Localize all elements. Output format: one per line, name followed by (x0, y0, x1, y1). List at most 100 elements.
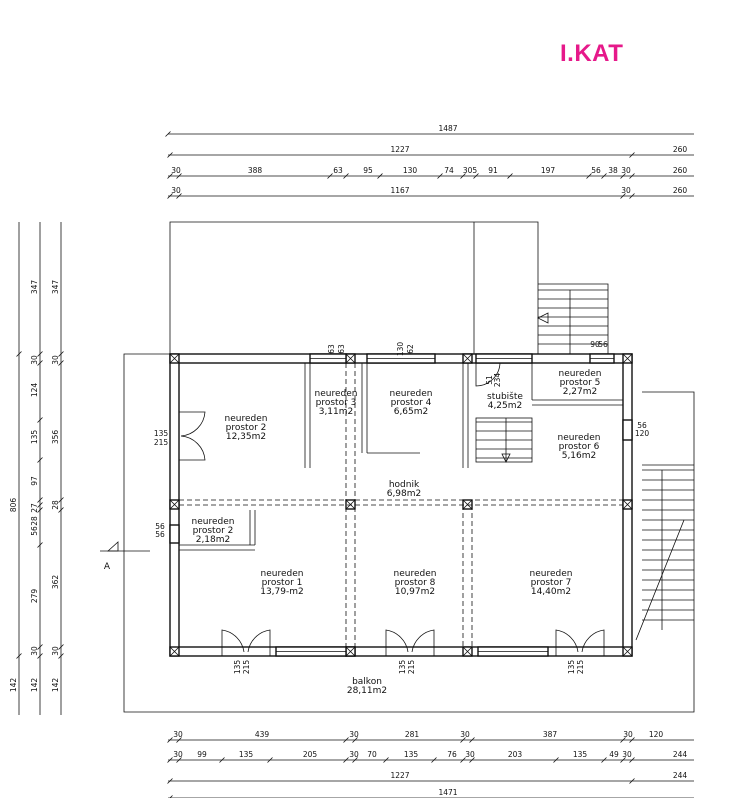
room-name: prostor 2 (193, 526, 234, 536)
dim-top-2-value: 1227 (390, 145, 409, 154)
dim-top-1-value: 1487 (438, 124, 457, 133)
room-name: hodnik (389, 480, 420, 490)
side-stair-outline (642, 391, 695, 432)
section-arrow-icon (106, 541, 119, 552)
dim-tick (383, 757, 389, 763)
room-area: 6,65m2 (394, 407, 429, 417)
dim-bot-3-value: 244 (673, 771, 688, 780)
room-name: neureden (192, 517, 235, 527)
dim-top-4-value: 260 (673, 186, 688, 195)
dim-tick (37, 497, 43, 503)
dim-tick (620, 193, 626, 199)
column-hatch (462, 499, 473, 510)
door-swing (179, 435, 206, 461)
dim-tick (58, 644, 64, 650)
opening-dimension: 56 (155, 530, 165, 539)
stair-arrow-icon (501, 453, 511, 463)
dim-top-3-value: 95 (363, 166, 373, 175)
dim-bot-2-value: 99 (197, 750, 207, 759)
opening-dimension: 56 (598, 340, 608, 349)
dim-tick (620, 737, 626, 743)
opening-dimension: 135 (567, 660, 576, 675)
roof-outline (169, 221, 539, 354)
room-name: prostor 6 (559, 442, 600, 452)
dim-tick (343, 173, 349, 179)
dim-tick (16, 351, 22, 357)
dim-bot-2-value: 244 (673, 750, 688, 759)
dim-top-3-value: 30 (621, 166, 631, 175)
dim-bot-1-value: 30 (173, 730, 183, 739)
stair-arrow-icon (537, 312, 549, 324)
dim-tick (620, 173, 626, 179)
dim-tick (352, 737, 358, 743)
opening-dimension: 135 (154, 429, 169, 438)
dim-left-3-value: 30 (51, 646, 60, 656)
dim-top-4-value: 1167 (390, 186, 409, 195)
dim-tick (58, 351, 64, 357)
dim-tick (58, 507, 64, 513)
dim-left-3-value: 347 (51, 280, 60, 295)
dim-tick (377, 173, 383, 179)
opening-dimension: 215 (154, 438, 169, 447)
dim-left-3-value: 356 (51, 430, 60, 445)
room-area: 2,27m2 (563, 387, 598, 397)
dim-tick (167, 757, 173, 763)
opening-dimension: 120 (635, 429, 650, 438)
room-name: prostor 5 (560, 378, 601, 388)
dim-left-2-value: 135 (30, 430, 39, 445)
dim-tick (176, 757, 182, 763)
dim-tick (431, 757, 437, 763)
room-name: neureden (261, 569, 304, 579)
dim-tick (165, 131, 171, 137)
dim-tick (176, 737, 182, 743)
column-hatch (622, 499, 633, 510)
opening-dimension: 215 (576, 660, 585, 675)
opening-dimension: 51 (485, 375, 494, 385)
dim-bot-2-value: 203 (508, 750, 523, 759)
dim-bot-2-value: 70 (367, 750, 377, 759)
dim-tick (37, 417, 43, 423)
dim-left-2-value: 30 (30, 646, 39, 656)
dim-tick (167, 173, 173, 179)
dim-tick (343, 737, 349, 743)
room-area: 3,11m2 (319, 407, 354, 417)
dim-top-3-value: 38 (608, 166, 618, 175)
dim-tick (469, 737, 475, 743)
dim-bot-2-value: 30 (173, 750, 183, 759)
dim-tick (620, 757, 626, 763)
dim-tick (58, 653, 64, 659)
dim-tick (469, 757, 475, 763)
opening-dimension: 62 (406, 344, 415, 354)
dim-tick (37, 653, 43, 659)
dim-bot-1-value: 439 (255, 730, 270, 739)
dim-tick (167, 193, 173, 199)
room-name: neureden (390, 389, 433, 399)
dim-tick (267, 757, 273, 763)
dim-left-2-value: 56 (30, 526, 39, 536)
opening-dimension: 234 (493, 373, 502, 388)
room-area: 13,79-m2 (260, 587, 304, 597)
dim-bot-2-value: 30 (465, 750, 475, 759)
dim-tick (601, 173, 607, 179)
column-hatch (345, 499, 356, 510)
dim-tick (629, 757, 635, 763)
room-name: prostor 3 (316, 398, 357, 408)
room-name: prostor 2 (226, 423, 267, 433)
dim-left-2-value: 279 (30, 589, 39, 604)
column-hatch (462, 646, 473, 657)
dim-tick (629, 152, 635, 158)
dim-tick (327, 173, 333, 179)
column-hatch (345, 353, 356, 364)
dim-tick (37, 542, 43, 548)
opening-dimension: 135 (398, 660, 407, 675)
dim-bot-1-value: 30 (349, 730, 359, 739)
dim-top-4-value: 30 (621, 186, 631, 195)
dim-left-2-value: 97 (30, 476, 39, 486)
window (622, 419, 633, 441)
dim-left-3-value: 30 (51, 355, 60, 365)
dim-tick (553, 757, 559, 763)
dim-tick (167, 152, 173, 158)
column-hatch (462, 353, 473, 364)
dim-bot-2-value: 135 (404, 750, 419, 759)
